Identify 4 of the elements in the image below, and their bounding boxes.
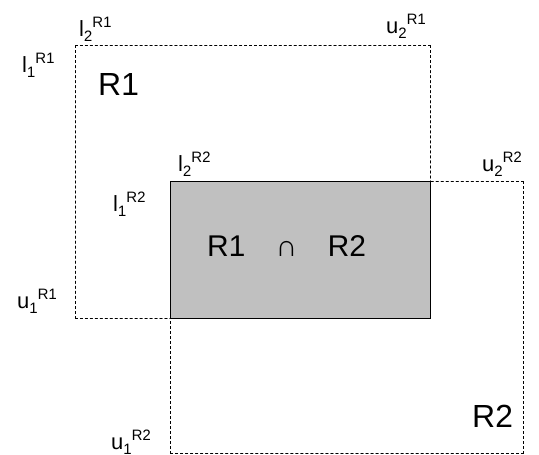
intersection-rectangle — [170, 181, 431, 319]
region-label: R2 — [472, 400, 513, 432]
region-label: R1 ∩ R2 — [207, 232, 366, 262]
region-label: R1 — [98, 68, 139, 100]
